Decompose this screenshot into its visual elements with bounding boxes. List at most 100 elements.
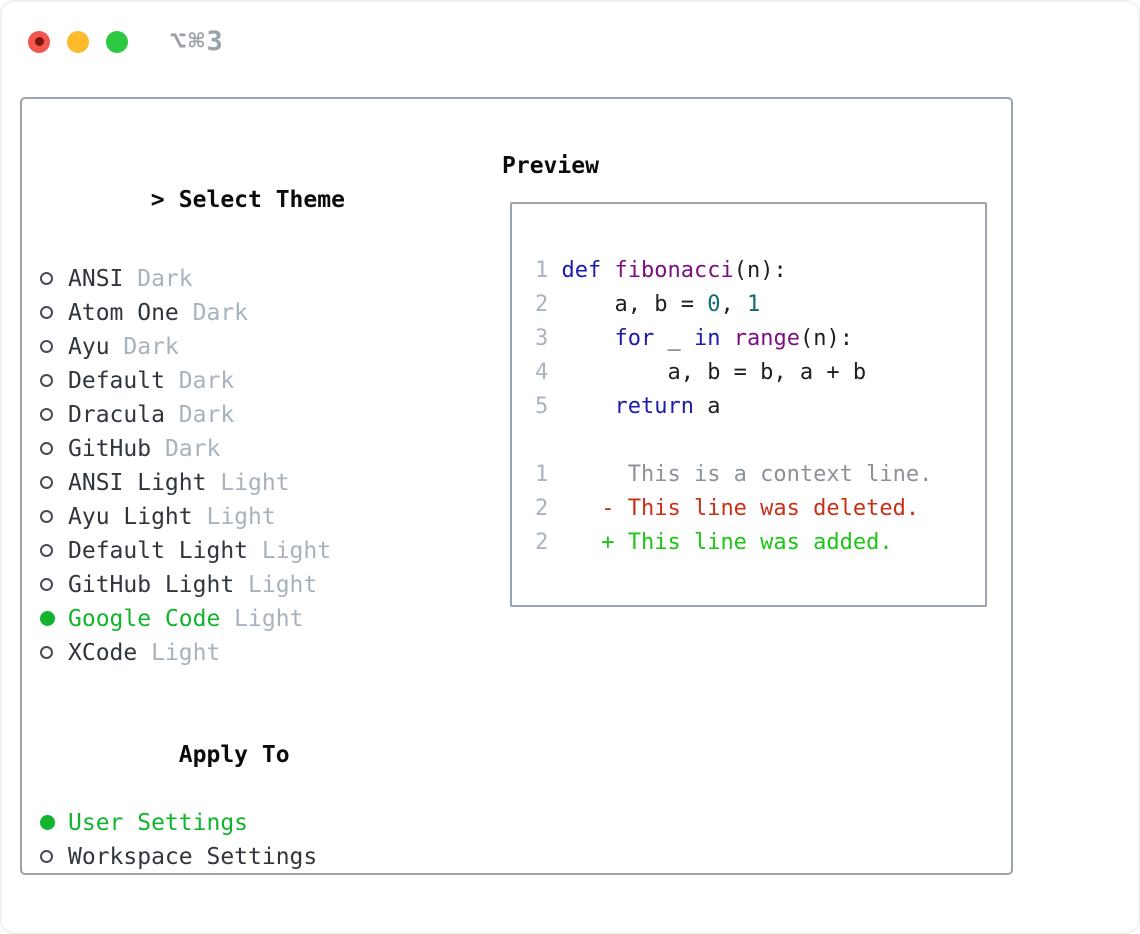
theme-variant-label: Dark bbox=[164, 368, 235, 394]
theme-variant-label: Dark bbox=[178, 300, 249, 326]
radio-icon bbox=[40, 432, 68, 466]
code-segment-keyword: for bbox=[614, 326, 655, 351]
code-segment-plain bbox=[562, 326, 615, 351]
preview-title: Preview bbox=[502, 153, 599, 179]
line-number: 2 bbox=[535, 292, 562, 317]
line-number: 3 bbox=[535, 326, 562, 351]
theme-variant-label: Light bbox=[220, 606, 304, 632]
theme-option-default-light[interactable]: Default Light Light bbox=[40, 534, 490, 568]
window-title-shortcut: ⌥⌘3 bbox=[170, 26, 225, 57]
preview-line: 2 + This line was added. bbox=[535, 526, 985, 560]
theme-option-label: ANSI bbox=[68, 266, 124, 292]
code-segment-plain bbox=[601, 258, 614, 283]
theme-variant-label: Dark bbox=[151, 436, 221, 462]
code-segment-context: This is a context line. bbox=[561, 462, 933, 487]
close-dot-icon bbox=[34, 37, 44, 46]
code-segment-literal: 1 bbox=[746, 292, 761, 317]
theme-option-atom-one[interactable]: Atom One Dark bbox=[40, 296, 490, 330]
code-segment-added: + This line was added. bbox=[561, 530, 893, 555]
radio-icon bbox=[40, 330, 68, 364]
code-segment-type: range bbox=[733, 326, 800, 351]
radio-icon bbox=[40, 500, 68, 534]
radio-icon bbox=[40, 398, 68, 432]
code-segment-plain: (n): bbox=[733, 258, 787, 283]
theme-option-ansi-light[interactable]: ANSI Light Light bbox=[40, 466, 490, 500]
theme-option-ansi[interactable]: ANSI Dark bbox=[40, 262, 490, 296]
theme-variant-label: Dark bbox=[109, 334, 179, 360]
theme-option-label: Ayu Light bbox=[68, 504, 193, 530]
code-segment-keyword: in bbox=[693, 326, 721, 351]
code-segment-keyword: def bbox=[561, 258, 602, 283]
radio-icon bbox=[40, 296, 68, 330]
theme-option-label: Default Light bbox=[68, 538, 249, 564]
preview-line: 4 a, b = b, a + b bbox=[535, 356, 985, 390]
apply-option-workspace-settings[interactable]: Workspace Settings bbox=[40, 840, 490, 874]
radio-selected-icon bbox=[40, 806, 68, 840]
zoom-button[interactable] bbox=[106, 30, 128, 53]
theme-option-google-code[interactable]: Google Code Light bbox=[40, 602, 490, 636]
theme-option-label: GitHub Light bbox=[68, 572, 235, 598]
radio-icon bbox=[40, 534, 68, 568]
theme-variant-label: Light bbox=[234, 572, 318, 598]
spacer bbox=[40, 670, 490, 704]
preview-line: 1 This is a context line. bbox=[535, 458, 985, 492]
apply-option-user-settings[interactable]: User Settings bbox=[40, 806, 490, 840]
preview-line: 3 for _ in range(n): bbox=[535, 322, 985, 356]
theme-variant-label: Light bbox=[137, 640, 221, 666]
line-number: 2 bbox=[535, 496, 562, 521]
apply-option-label: User Settings bbox=[68, 810, 249, 836]
radio-icon bbox=[40, 840, 68, 874]
code-segment-plain: (n): bbox=[799, 326, 853, 351]
theme-option-ayu-light[interactable]: Ayu Light Light bbox=[40, 500, 490, 534]
preview-line: 1 def fibonacci(n): bbox=[535, 254, 985, 288]
close-button[interactable] bbox=[28, 30, 50, 53]
radio-icon bbox=[40, 262, 68, 296]
code-segment-plain: , bbox=[720, 292, 747, 317]
code-segment-plain: a, b = b, a + b bbox=[561, 360, 867, 385]
line-number: 4 bbox=[535, 360, 562, 385]
radio-icon bbox=[40, 466, 68, 500]
minimize-button[interactable] bbox=[67, 30, 89, 53]
preview-line: 5 return a bbox=[535, 390, 985, 424]
theme-variant-label: Light bbox=[192, 504, 276, 530]
code-segment-plain: a bbox=[693, 394, 721, 419]
theme-option-label: Default bbox=[68, 368, 165, 394]
theme-option-label: XCode bbox=[68, 640, 138, 666]
radio-icon bbox=[40, 636, 68, 670]
theme-variant-label: Light bbox=[248, 538, 332, 564]
theme-variant-label: Dark bbox=[164, 402, 235, 428]
code-segment-plain: a, b = bbox=[561, 292, 708, 317]
preview-blank-line bbox=[535, 424, 985, 458]
theme-option-github[interactable]: GitHub Dark bbox=[40, 432, 490, 466]
radio-selected-icon bbox=[40, 602, 68, 636]
theme-option-label: Google Code bbox=[68, 606, 221, 632]
theme-option-label: Dracula bbox=[68, 402, 165, 428]
select-theme-label: Select Theme bbox=[178, 187, 345, 213]
theme-option-dracula[interactable]: Dracula Dark bbox=[40, 398, 490, 432]
theme-variant-label: Light bbox=[206, 470, 290, 496]
code-segment-type: fibonacci bbox=[614, 258, 734, 283]
theme-option-label: Ayu bbox=[68, 334, 110, 360]
titlebar: ⌥⌘3 bbox=[28, 26, 225, 57]
code-segment-literal: 0 bbox=[707, 292, 721, 317]
code-segment-deleted: - This line was deleted. bbox=[561, 496, 920, 521]
theme-option-github-light[interactable]: GitHub Light Light bbox=[40, 568, 490, 602]
theme-option-label: ANSI Light bbox=[68, 470, 207, 496]
preview-line: 2 - This line was deleted. bbox=[535, 492, 985, 526]
theme-option-label: Atom One bbox=[68, 300, 179, 326]
spacer bbox=[40, 874, 490, 908]
theme-option-ayu[interactable]: Ayu Dark bbox=[40, 330, 490, 364]
preview-line: 2 a, b = 0, 1 bbox=[535, 288, 985, 322]
apply-to-label: Apply To bbox=[178, 742, 290, 768]
help-text: (Use Enter to select, Tab to change focu… bbox=[40, 908, 490, 934]
theme-option-xcode[interactable]: XCode Light bbox=[40, 636, 490, 670]
line-number: 2 bbox=[535, 530, 562, 555]
line-number: 1 bbox=[535, 258, 562, 283]
theme-option-default[interactable]: Default Dark bbox=[40, 364, 490, 398]
